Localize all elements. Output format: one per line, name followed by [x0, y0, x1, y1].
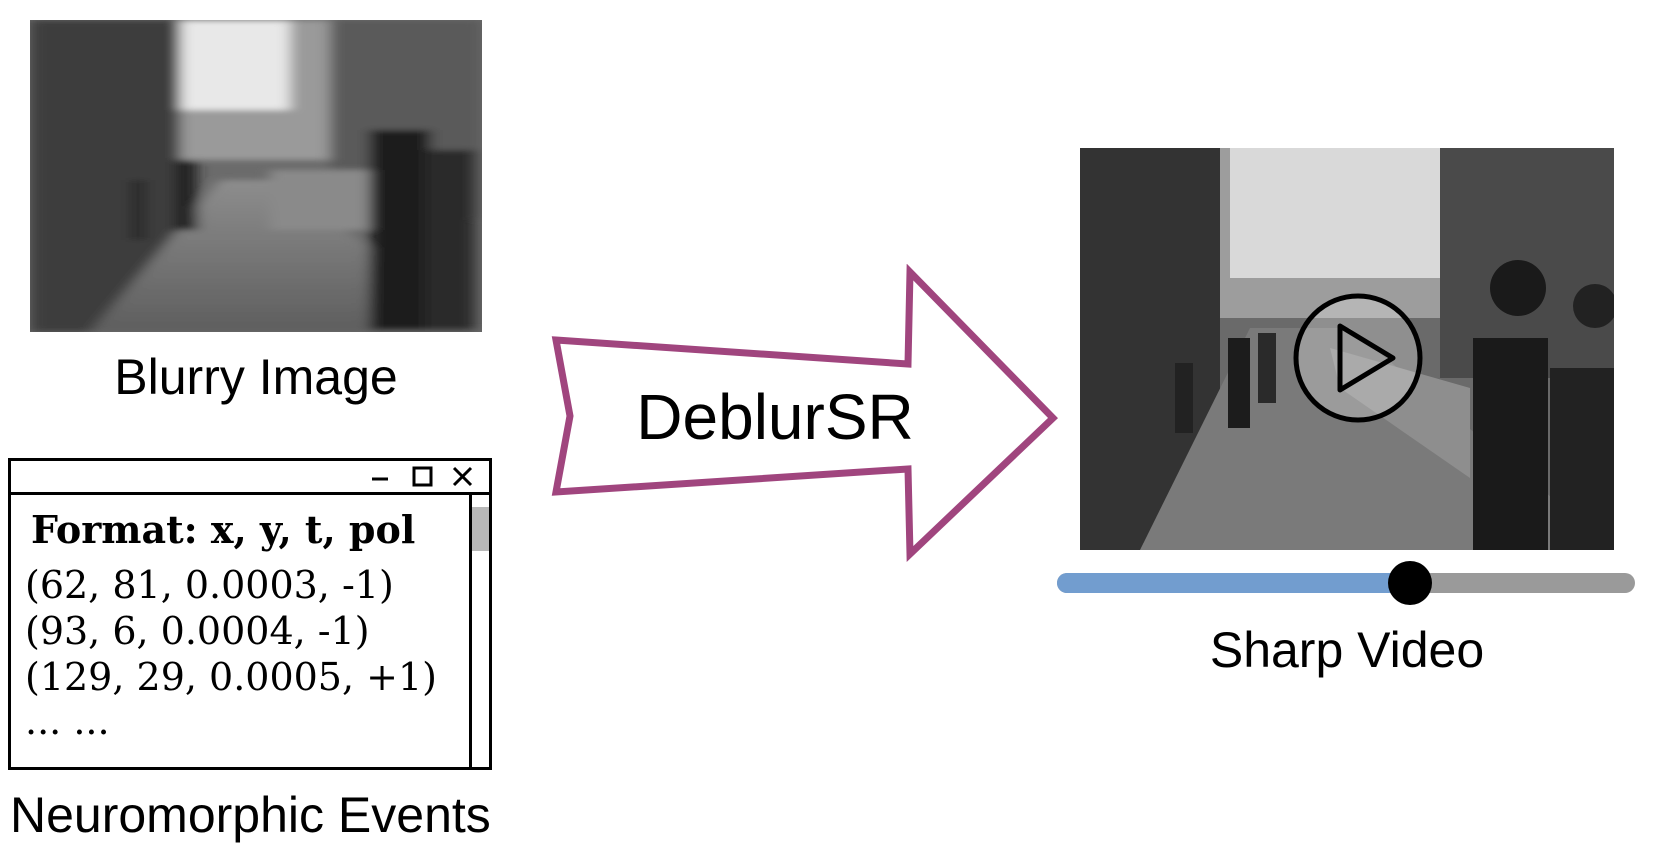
event-row: (129, 29, 0.0005, +1)	[25, 655, 437, 699]
video-progress-knob[interactable]	[1387, 561, 1432, 605]
minimize-icon[interactable]	[366, 464, 394, 490]
scroll-thumb[interactable]	[472, 507, 489, 551]
arrow-label: DeblurSR	[636, 381, 914, 453]
close-icon[interactable]	[449, 464, 477, 490]
events-caption: Neuromorphic Events	[10, 787, 491, 843]
arrow-icon	[551, 264, 1058, 562]
event-row: (62, 81, 0.0003, -1)	[25, 563, 394, 607]
sharp-video-caption: Sharp Video	[1209, 622, 1485, 678]
event-window: Format: x, y, t, pol (62, 81, 0.0003, -1…	[8, 458, 492, 770]
video-progress-fill	[1057, 573, 1410, 593]
video-progress-bar[interactable]	[1057, 561, 1635, 605]
scrollbar[interactable]	[469, 495, 489, 767]
sharp-video-frame	[1080, 148, 1614, 550]
play-icon	[1293, 293, 1423, 423]
blurry-image-caption: Blurry Image	[114, 349, 398, 405]
maximize-icon[interactable]	[408, 464, 436, 490]
event-row: (93, 6, 0.0004, -1)	[25, 609, 370, 653]
event-row: ... ...	[25, 699, 110, 743]
blurry-image	[30, 20, 482, 332]
window-title-bar	[11, 461, 489, 495]
format-line: Format: x, y, t, pol	[31, 507, 416, 552]
play-button[interactable]	[1290, 290, 1426, 426]
